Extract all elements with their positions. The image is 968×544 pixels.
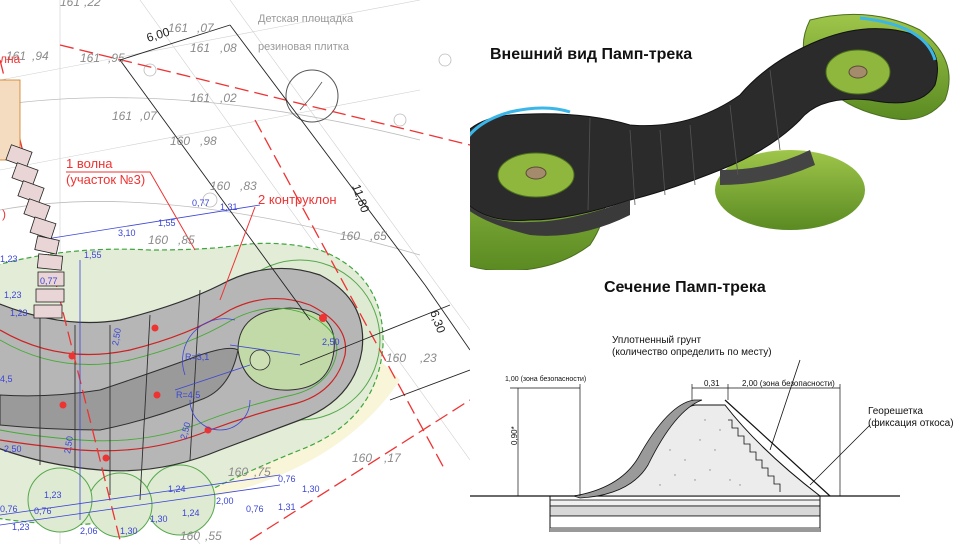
section-label-geogrid: Георешетка xyxy=(868,406,923,417)
plan-top-2: ,22 xyxy=(84,0,101,9)
note-red-top: лна xyxy=(0,52,21,66)
section-label-safety-right: 2,00 (зона безопасности) xyxy=(742,379,835,388)
elev-6a: 160 xyxy=(210,179,230,193)
dim-blue-27: 1,24 xyxy=(182,508,200,518)
dim-blue-15: 2,50 xyxy=(178,421,192,441)
dim-blue-11: 2,50 xyxy=(62,435,75,454)
elev-2b: ,95 xyxy=(108,51,125,65)
dim-blue-2: 1,55 xyxy=(158,218,176,228)
elev-7b: ,85 xyxy=(178,233,195,247)
elev-3b: ,07 xyxy=(140,109,158,123)
section-drawing xyxy=(470,359,900,532)
plan-dim-600: 6,00 xyxy=(145,25,172,45)
section-label-geogrid-sub: (фиксация откоса) xyxy=(868,418,954,429)
dim-blue-26: 0,76 xyxy=(246,504,264,514)
site-note-rubber: резиновая плитка xyxy=(258,41,350,53)
elev-1a: 161 xyxy=(6,49,26,63)
dim-blue-1: 3,10 xyxy=(118,228,136,238)
dim-blue-29: 0,76 xyxy=(0,504,18,514)
dim-blue-28: 1,30 xyxy=(150,514,168,524)
dim-blue-9: 2,50 xyxy=(322,337,340,347)
note-wave: 1 волна xyxy=(66,156,113,171)
dim-blue-22: 0,76 xyxy=(34,506,52,516)
section-label-031: 0,31 xyxy=(704,379,720,388)
dim-blue-7: 0,77 xyxy=(40,276,58,286)
dim-blue-23: 2,06 xyxy=(80,526,98,536)
elev-4b: ,02 xyxy=(220,91,237,105)
elev-6b: ,83 xyxy=(240,179,257,193)
dim-blue-25: 1,31 xyxy=(278,502,296,512)
plan-top-5: ,07 xyxy=(197,21,215,35)
plan-top-4: 161 xyxy=(168,21,188,35)
dim-blue-19: 1,24 xyxy=(168,484,186,494)
dim-blue-8: 1,23 xyxy=(4,290,22,300)
section-label-soil-sub: (количество определить по месту) xyxy=(612,347,772,358)
dim-blue-16: 2,50 xyxy=(4,444,22,454)
dim-blue-6: 1,23 xyxy=(0,254,18,264)
dim-blue-10: 2,50 xyxy=(110,327,123,346)
dim-blue-18: 1,30 xyxy=(302,484,320,494)
dim-blue-17: 0,76 xyxy=(278,474,296,484)
dim-blue-30: 1,23 xyxy=(12,522,30,532)
elev-9b: ,23 xyxy=(420,351,437,365)
dim-blue-13: R=4,5 xyxy=(176,390,200,400)
note-wave-sub: (участок №3) xyxy=(66,172,145,187)
plan-top-6: 161 xyxy=(190,41,210,55)
elev-9a: 160 xyxy=(386,351,406,365)
elev-7a: 160 xyxy=(148,233,168,247)
dim-blue-3: 0,77 xyxy=(192,198,210,208)
section-label-height: 0,90* xyxy=(510,426,519,445)
view3d-title: Внешний вид Памп-трека xyxy=(490,46,693,63)
dim-blue-21: 1,23 xyxy=(44,490,62,500)
site-note-playground: Детская площадка xyxy=(258,13,354,25)
elev-1b: ,94 xyxy=(32,49,49,63)
elev-3a: 161 xyxy=(112,109,132,123)
dim-blue-20: 2,00 xyxy=(216,496,234,506)
dim-blue-31: 1,23 xyxy=(10,308,28,318)
site-plan: 161 ,22 161 ,07 161 ,08 6,00 Детская пло… xyxy=(0,0,470,544)
note-red-left: ) xyxy=(2,207,6,221)
dim-blue-12: R=3,1 xyxy=(185,352,209,362)
elev-12b: ,55 xyxy=(205,529,222,543)
elev-5b: ,98 xyxy=(200,134,217,148)
elev-10a: 160 xyxy=(352,451,372,465)
elev-8b: ,65 xyxy=(370,229,387,243)
elev-10b: ,17 xyxy=(384,451,402,465)
elev-5a: 160 xyxy=(170,134,190,148)
dim-blue-14: 4,5 xyxy=(0,374,13,384)
elev-4a: 161 xyxy=(190,91,210,105)
dim-blue-5: 1,55 xyxy=(84,250,102,260)
note-counter: 2 контруклон xyxy=(258,192,337,207)
section-label-soil: Уплотненный грунт xyxy=(612,335,702,346)
view3d-render xyxy=(470,13,950,270)
dim-blue-24: 1,30 xyxy=(120,526,138,536)
section-label-safety-left: 1,00 (зона безопасности) xyxy=(505,376,587,383)
dim-blue-4: 1,31 xyxy=(220,202,238,212)
elev-11a: 160 xyxy=(228,465,248,479)
section-title: Сечение Памп-трека xyxy=(604,279,766,296)
elev-11b: ,75 xyxy=(254,465,271,479)
elev-2a: 161 xyxy=(80,51,100,65)
plan-top-7: ,08 xyxy=(220,41,237,55)
elev-12a: 160 xyxy=(180,529,200,543)
plan-top-1: 161 xyxy=(60,0,80,9)
elev-8a: 160 xyxy=(340,229,360,243)
